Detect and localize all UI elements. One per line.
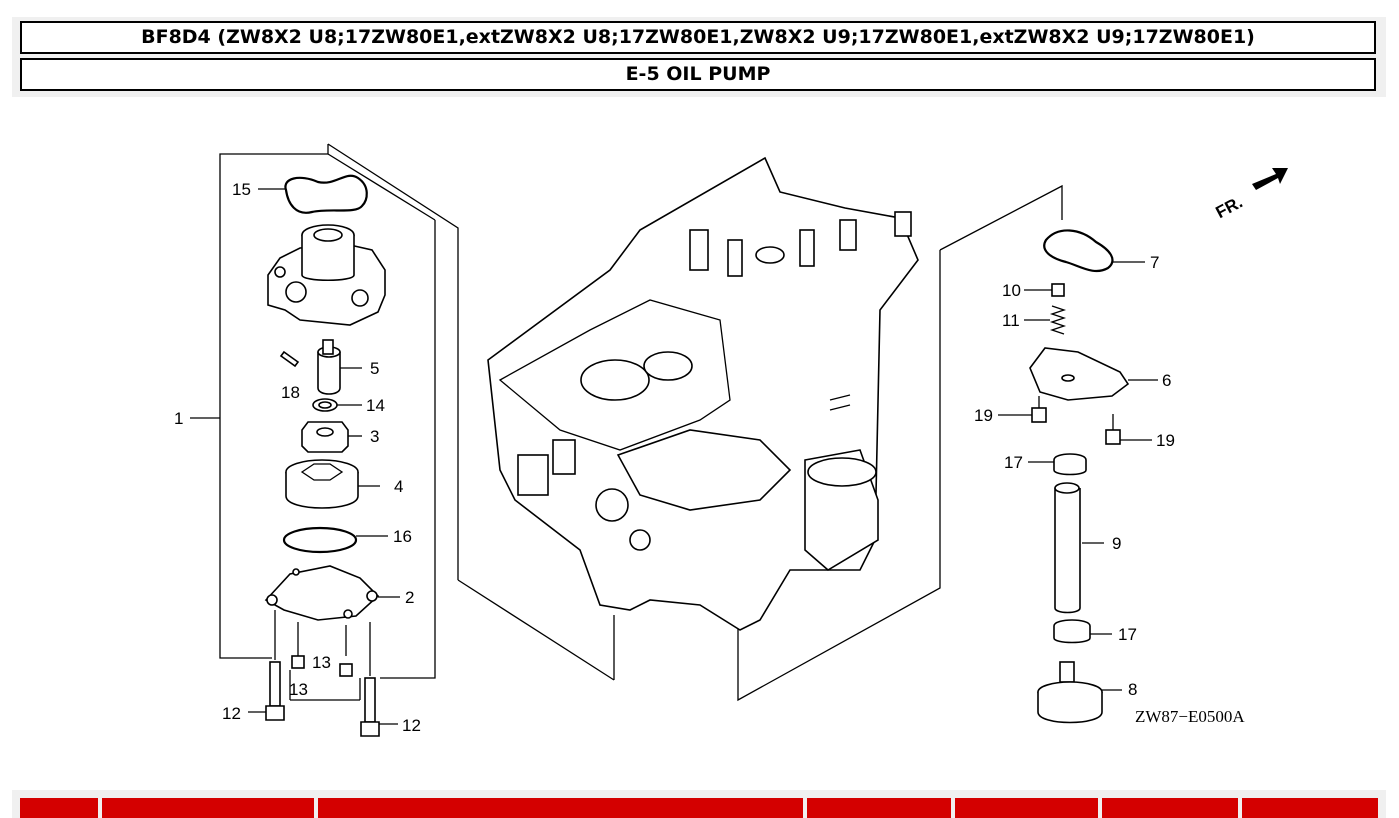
table-col-3: [318, 798, 803, 818]
callout-12a: 12: [222, 704, 241, 723]
callout-10: 10: [1002, 281, 1021, 300]
callout-17b: 17: [1118, 625, 1137, 644]
callout-18: 18: [281, 383, 300, 402]
front-direction-arrow-icon: [1252, 168, 1288, 190]
model-title: BF8D4 (ZW8X2 U8;17ZW80E1,extZW8X2 U8;17Z…: [20, 21, 1376, 54]
pump-body: [267, 224, 386, 326]
callout-15: 15: [232, 180, 251, 199]
table-col-4: [807, 798, 951, 818]
table-col-5: [955, 798, 1098, 818]
callout-1: 1: [174, 409, 183, 428]
table-col-7: [1242, 798, 1378, 818]
callout-12b: 12: [402, 716, 421, 735]
section-title: E-5 OIL PUMP: [20, 58, 1376, 91]
drawing-code: ZW87−E0500A: [1135, 707, 1245, 726]
callout-17a: 17: [1004, 453, 1023, 472]
header-panel: BF8D4 (ZW8X2 U8;17ZW80E1,extZW8X2 U8;17Z…: [12, 17, 1386, 97]
callout-13a: 13: [312, 653, 331, 672]
callout-6: 6: [1162, 371, 1171, 390]
table-col-2: [102, 798, 314, 818]
parts-table-header: [12, 790, 1386, 818]
callout-2: 2: [405, 588, 414, 607]
strainer-group: [998, 229, 1158, 724]
cylinder-block: [457, 156, 1063, 702]
callout-13b: 13: [289, 680, 308, 699]
front-direction-label: FR.: [1213, 192, 1246, 222]
oil-pump-group: [190, 143, 459, 737]
callout-11: 11: [1002, 311, 1020, 330]
callout-4: 4: [394, 477, 403, 496]
callout-9: 9: [1112, 534, 1121, 553]
callout-8: 8: [1128, 680, 1137, 699]
callout-19a: 19: [974, 406, 993, 425]
callout-7: 7: [1150, 253, 1159, 272]
callout-3: 3: [370, 427, 379, 446]
callout-5: 5: [370, 359, 379, 378]
gasket-15: [284, 174, 368, 214]
callout-14: 14: [366, 396, 385, 415]
callout-19b: 19: [1156, 431, 1175, 450]
table-col-1: [20, 798, 98, 818]
table-col-6: [1102, 798, 1238, 818]
parts-diagram: 15 1 18 5 14 3 4 16 2 13 13 12 12 7 10 1…: [174, 143, 1288, 737]
callout-16: 16: [393, 527, 412, 546]
